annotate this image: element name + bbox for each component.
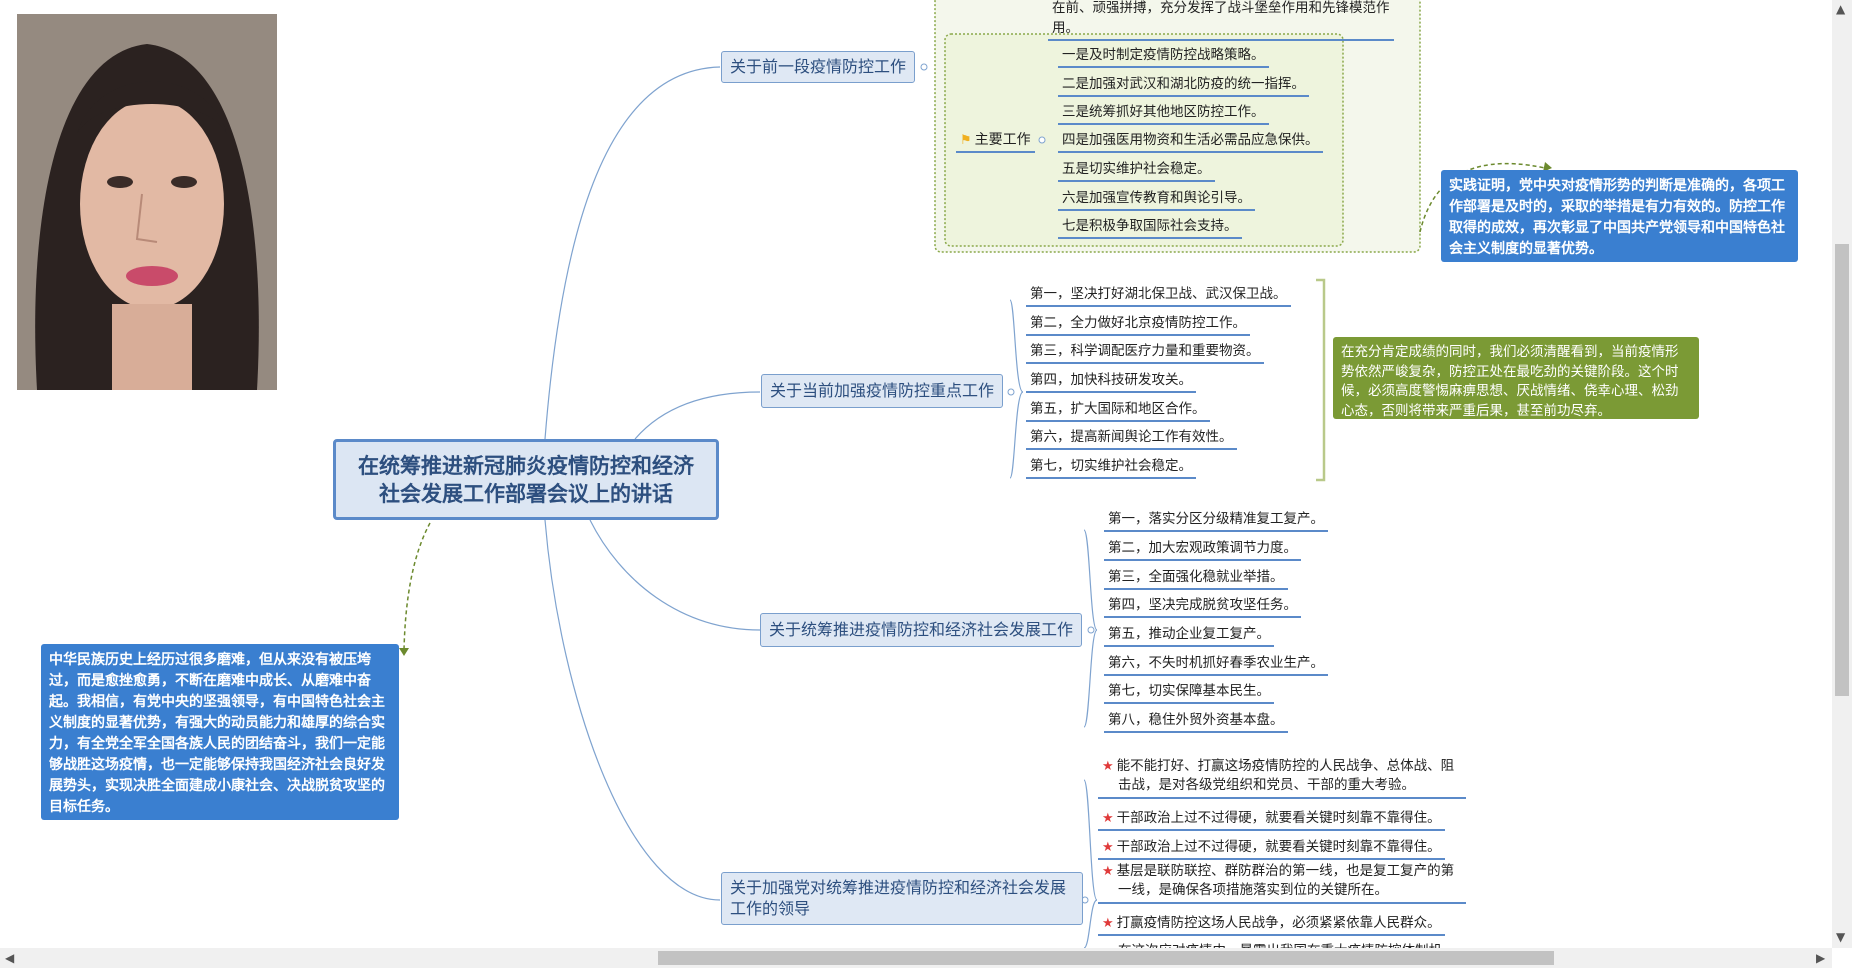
branch1-item[interactable]: 四是加强医用物资和生活必需品应急保供。	[1058, 128, 1323, 153]
branch4-item-line2: 击战，是对各级党组织和党员、干部的重大考验。	[1118, 777, 1415, 793]
branch3-item[interactable]: 第四，坚决完成脱贫攻坚任务。	[1104, 593, 1301, 618]
branch4-item-partial[interactable]: 在这次应对疫情中，暴露出我国在重大疫情防控体制机	[1098, 939, 1446, 951]
branch3-item[interactable]: 第一，落实分区分级精准复工复产。	[1104, 507, 1328, 532]
central-topic-line2: 社会发展工作部署会议上的讲话	[379, 482, 673, 506]
branch4-item[interactable]: ★干部政治上过不过得硬，就要看关键时刻靠不靠得住。	[1098, 806, 1445, 831]
branch1-item[interactable]: 六是加强宣传教育和舆论引导。	[1058, 186, 1255, 211]
branch1-item[interactable]: 三是统筹抓好其他地区防控工作。	[1058, 100, 1269, 125]
branch2-item[interactable]: 第一，坚决打好湖北保卫战、武汉保卫战。	[1026, 282, 1291, 307]
branch2-item[interactable]: 第五，扩大国际和地区合作。	[1026, 397, 1210, 422]
scroll-down-arrow-icon[interactable]: ▼	[1836, 930, 1846, 944]
note-olive[interactable]: 在充分肯定成绩的同时，我们必须清醒看到，当前疫情形势依然严峻复杂，防控正处在最吃…	[1333, 337, 1699, 419]
star-icon: ★	[1102, 916, 1114, 931]
branch4-item-line1: 干部政治上过不过得硬，就要看关键时刻靠不靠得住。	[1116, 810, 1441, 826]
branch3-item[interactable]: 第八，稳住外贸外资基本盘。	[1104, 708, 1288, 733]
branch2-item[interactable]: 第三，科学调配医疗力量和重要物资。	[1026, 339, 1264, 364]
branch4-item[interactable]: ★能不能打好、打赢这场疫情防控的人民战争、总体战、阻 击战，是对各级党组织和党员…	[1098, 757, 1466, 799]
central-topic-line1: 在统筹推进新冠肺炎疫情防控和经济	[358, 454, 694, 478]
scroll-left-arrow-icon[interactable]: ◀	[5, 951, 15, 965]
central-topic[interactable]: 在统筹推进新冠肺炎疫情防控和经济 社会发展工作部署会议上的讲话	[333, 439, 719, 520]
branch4-item-line1: 在这次应对疫情中，暴露出我国在重大疫情防控体制机	[1118, 943, 1442, 951]
connector-lines	[399, 0, 1552, 948]
branch4-item-line1: 打赢疫情防控这场人民战争，必须紧紧依靠人民群众。	[1116, 915, 1441, 931]
branch4-item[interactable]: ★干部政治上过不过得硬，就要看关键时刻靠不靠得住。	[1098, 835, 1445, 860]
star-icon: ★	[1102, 864, 1114, 879]
branch3-item[interactable]: 第三，全面强化稳就业举措。	[1104, 565, 1288, 590]
horizontal-scroll-thumb[interactable]	[658, 951, 1554, 965]
branch1-item[interactable]: 一是及时制定疫情防控战略策略。	[1058, 43, 1269, 68]
branch4-title-line1: 关于加强党对统筹推进疫情防控和经济社会发展	[730, 878, 1067, 897]
branch2-topic[interactable]: 关于当前加强疫情防控重点工作	[761, 374, 1004, 408]
branch2-item[interactable]: 第四，加快科技研发攻关。	[1026, 368, 1196, 393]
branch3-topic[interactable]: 关于统筹推进疫情防控和经济社会发展工作	[760, 613, 1083, 647]
branch3-item[interactable]: 第五，推动企业复工复产。	[1104, 622, 1274, 647]
branch4-item[interactable]: ★基层是联防联控、群防群治的第一线，也是复工复产的第 一线，是确保各项措施落实到…	[1098, 862, 1466, 904]
branch1-sub-topic[interactable]: ⚑主要工作	[956, 129, 1035, 153]
scroll-right-arrow-icon[interactable]: ▶	[1816, 951, 1826, 965]
branch3-item[interactable]: 第七，切实保障基本民生。	[1104, 679, 1274, 704]
branch2-item[interactable]: 第二，全力做好北京疫情防控工作。	[1026, 311, 1250, 336]
branch4-topic[interactable]: 关于加强党对统筹推进疫情防控和经济社会发展 工作的领导	[721, 872, 1083, 925]
portrait-image	[17, 14, 277, 390]
branch1-item[interactable]: 二是加强对武汉和湖北防疫的统一指挥。	[1058, 72, 1309, 97]
scroll-up-arrow-icon[interactable]: ▲	[1836, 2, 1846, 16]
portrait-photo	[17, 14, 277, 390]
star-icon: ★	[1102, 811, 1114, 826]
branch1-top-text-line2: 用。	[1052, 20, 1079, 36]
star-icon: ★	[1102, 759, 1114, 774]
star-icon: ★	[1102, 840, 1114, 855]
branch4-item-line1: 能不能打好、打赢这场疫情防控的人民战争、总体战、阻	[1116, 758, 1455, 774]
branch2-item[interactable]: 第七，切实维护社会稳定。	[1026, 454, 1196, 479]
branch2-item[interactable]: 第六，提高新闻舆论工作有效性。	[1026, 425, 1237, 450]
branch4-item-line1: 基层是联防联控、群防群治的第一线，也是复工复产的第	[1116, 863, 1455, 879]
flag-icon: ⚑	[960, 133, 972, 148]
vertical-scroll-thumb[interactable]	[1835, 244, 1849, 696]
branch3-item[interactable]: 第六，不失时机抓好春季农业生产。	[1104, 651, 1328, 676]
branch1-top-text-line1: 在前、顽强拼搏，充分发挥了战斗堡垒作用和先锋模范作	[1052, 0, 1390, 16]
branch1-item[interactable]: 五是切实维护社会稳定。	[1058, 157, 1215, 182]
branch4-item[interactable]: ★打赢疫情防控这场人民战争，必须紧紧依靠人民群众。	[1098, 911, 1445, 936]
branch1-top-text: 在前、顽强拼搏，充分发挥了战斗堡垒作用和先锋模范作 用。	[1048, 0, 1394, 41]
note-left-blue[interactable]: 中华民族历史上经历过很多磨难，但从来没有被压垮过，而是愈挫愈勇，不断在磨难中成长…	[41, 644, 399, 820]
branch1-topic[interactable]: 关于前一段疫情防控工作	[721, 51, 916, 83]
branch4-item-line2: 一线，是确保各项措施落实到位的关键所在。	[1118, 882, 1388, 898]
branch3-item[interactable]: 第二，加大宏观政策调节力度。	[1104, 536, 1301, 561]
branch1-sub-label: 主要工作	[974, 132, 1031, 148]
branch1-item[interactable]: 七是积极争取国际社会支持。	[1058, 214, 1242, 239]
note-right-blue[interactable]: 实践证明，党中央对疫情形势的判断是准确的，各项工作部署是及时的，采取的举措是有力…	[1441, 170, 1798, 262]
branch4-item-line1: 干部政治上过不过得硬，就要看关键时刻靠不靠得住。	[1116, 839, 1441, 855]
branch4-title-line2: 工作的领导	[730, 899, 811, 918]
